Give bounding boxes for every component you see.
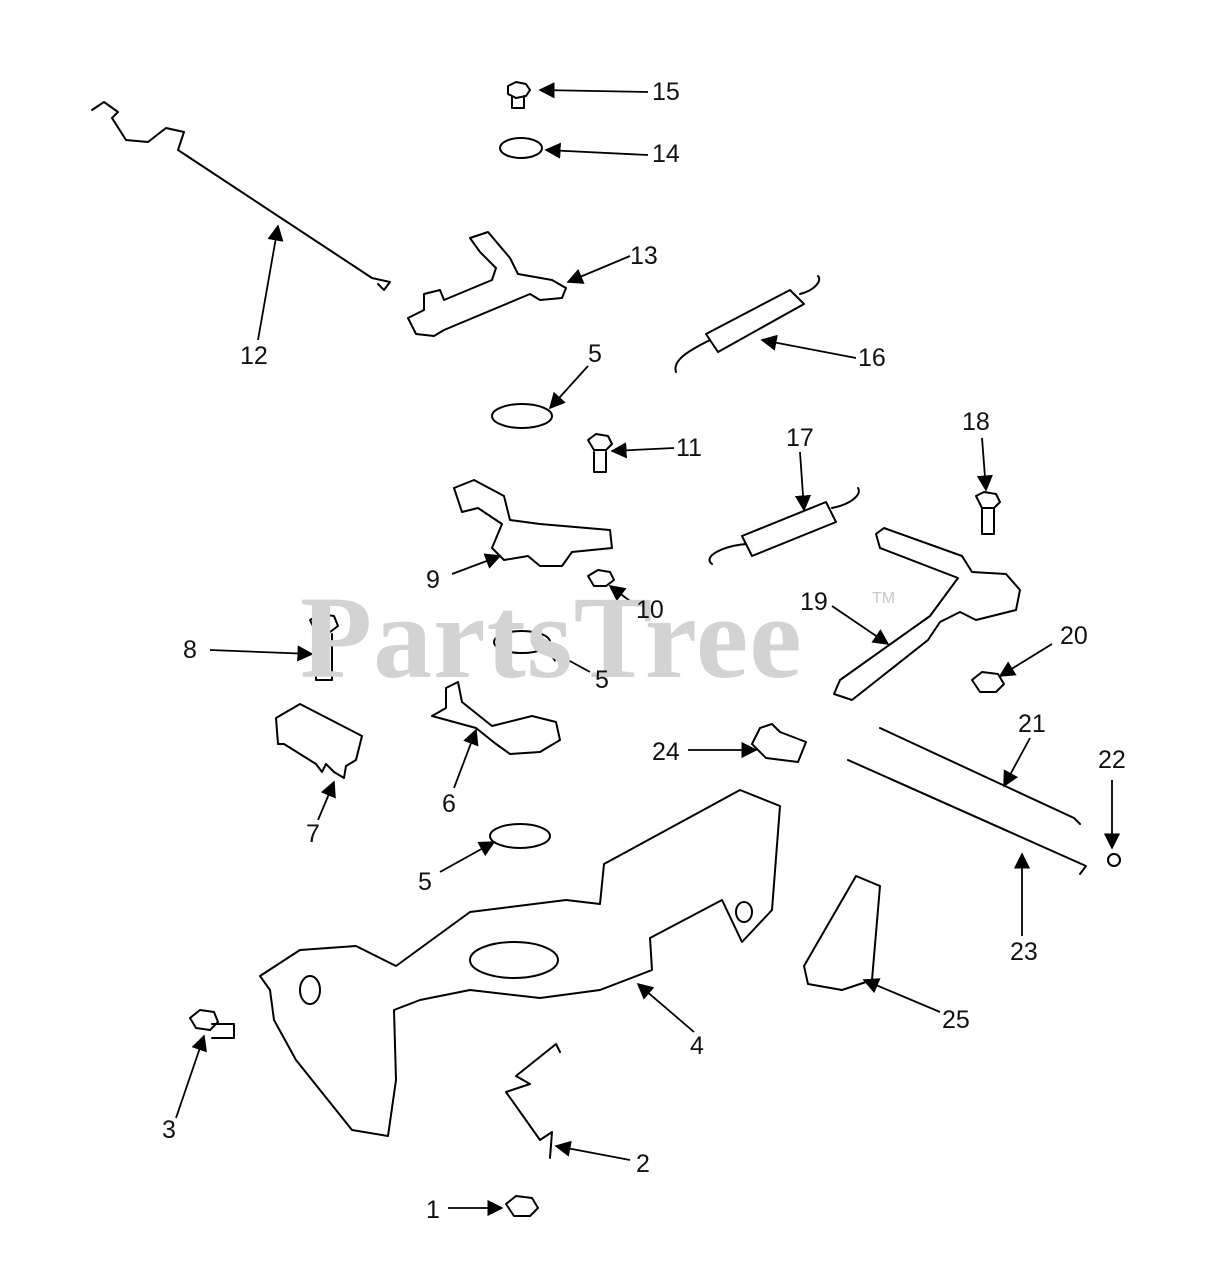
part-4-main-bracket [259, 789, 781, 1137]
part-7-clip [275, 703, 363, 779]
part-5-washer-a [491, 403, 553, 429]
callout-12: 12 [240, 342, 268, 370]
part-17-spring [708, 487, 860, 565]
callout-6: 6 [442, 790, 456, 818]
leader-2 [554, 1140, 631, 1161]
callout-9: 9 [426, 566, 440, 594]
callout-4: 4 [690, 1032, 704, 1060]
part-13-governor-lever [407, 231, 567, 337]
part-5-washer-c [489, 823, 551, 849]
part-8-stud [309, 613, 339, 681]
leader-5a [548, 365, 589, 410]
callout-5-b: 5 [595, 666, 609, 694]
callout-20: 20 [1060, 622, 1088, 650]
leader-8 [209, 645, 314, 662]
leader-5b [544, 647, 591, 673]
part-10-nut [587, 569, 615, 587]
leader-17 [794, 451, 812, 512]
callout-1: 1 [426, 1196, 440, 1224]
leader-19 [831, 605, 890, 645]
callout-7: 7 [306, 820, 320, 848]
part-3-bolt [189, 1009, 235, 1039]
callout-22: 22 [1098, 746, 1126, 774]
part-21-link [879, 727, 1081, 825]
part-20-nut [971, 671, 1005, 693]
callout-14: 14 [652, 140, 680, 168]
leader-7 [317, 780, 336, 821]
callout-5-a: 5 [588, 340, 602, 368]
leader-15 [538, 82, 649, 99]
callout-17: 17 [786, 424, 814, 452]
part-15-bolt [507, 81, 531, 109]
callout-18: 18 [962, 408, 990, 436]
callout-10: 10 [636, 596, 664, 624]
part-19-throttle-lever [833, 527, 1021, 701]
part-14-washer [499, 137, 543, 159]
callout-8: 8 [183, 636, 197, 664]
part-6-bracket [431, 681, 561, 755]
leader-18 [976, 437, 993, 492]
leader-21 [1003, 737, 1031, 788]
part-5-washer-b [493, 630, 551, 654]
leader-10 [608, 585, 635, 605]
callout-2: 2 [636, 1150, 650, 1178]
callout-16: 16 [858, 344, 886, 372]
leader-20 [998, 643, 1053, 677]
callout-24: 24 [652, 738, 680, 766]
part-25-plate [803, 875, 881, 991]
callout-13: 13 [630, 242, 658, 270]
part-4-hub [469, 941, 559, 979]
part-2-spring [505, 1043, 561, 1159]
watermark-trademark: TM [872, 590, 896, 607]
part-9-control-lever [453, 479, 613, 567]
callout-11: 11 [676, 434, 702, 462]
leader-16 [760, 334, 857, 359]
part-24-swivel [751, 723, 807, 763]
part-18-bolt [975, 491, 1001, 535]
part-4-hole-b [735, 901, 753, 923]
leader-13 [566, 255, 631, 284]
callout-3: 3 [162, 1116, 176, 1144]
leader-9 [451, 553, 502, 575]
leader-5c [439, 841, 496, 873]
callout-23: 23 [1010, 938, 1038, 966]
leader-25 [862, 978, 941, 1013]
callout-25: 25 [942, 1006, 970, 1034]
part-11-screw [587, 433, 613, 473]
part-12-governor-rod [91, 101, 391, 291]
part-22-clip [1107, 853, 1121, 867]
callout-21: 21 [1018, 710, 1046, 738]
part-23-rod [847, 759, 1087, 875]
callout-15: 15 [652, 78, 680, 106]
leader-11 [610, 442, 675, 459]
part-1-nut [505, 1195, 539, 1217]
part-4-hole-a [299, 975, 321, 1005]
leader-4 [636, 982, 695, 1033]
part-16-spring [674, 275, 821, 373]
leader-6 [453, 728, 479, 789]
callout-19: 19 [800, 588, 828, 616]
leader-14 [544, 142, 649, 159]
leader-3 [175, 1034, 207, 1119]
callout-5-c: 5 [418, 868, 432, 896]
leader-12 [257, 224, 284, 341]
